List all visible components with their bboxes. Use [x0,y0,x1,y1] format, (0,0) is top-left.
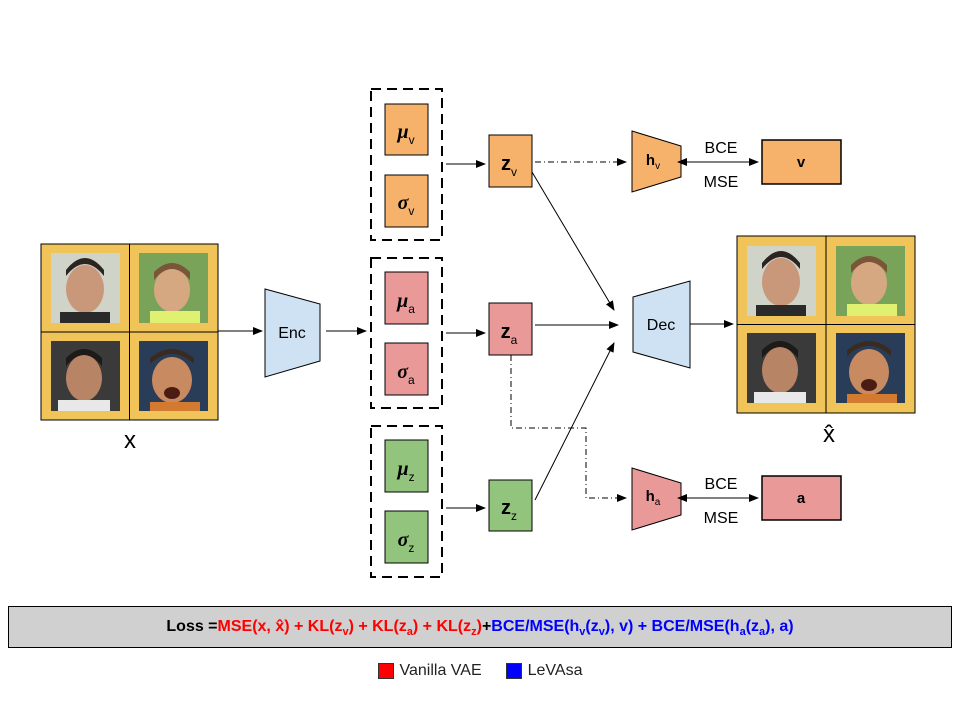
loss-vae-terms: MSE(x, x̂) + KL(zv) + KL(za) + KL(zz) [217,618,482,638]
head-ha: ha [631,467,682,531]
target-v-box: v [761,139,842,185]
face-photo [747,333,816,403]
output-image-grid [736,235,916,414]
latent-group-v: μv σv [370,88,443,241]
face-photo [51,341,120,411]
face-photo [836,246,905,316]
mu-v: μv [396,121,414,147]
legend-swatch [505,663,522,679]
svg-text:hv: hv [646,152,660,172]
loss-formula: Loss = MSE(x, x̂) + KL(zv) + KL(za) + KL… [8,606,952,648]
legend-label: LeVAsa [527,662,583,679]
legend-item-levasa: LeVAsa [505,662,583,680]
latent-group-a: μa σa [370,257,443,409]
svg-text:za: za [501,321,518,347]
sigma-v: σv [398,192,415,218]
decoder-label: Dec [647,317,675,334]
latent-group-z: μz σz [370,425,443,578]
svg-text:zv: zv [501,153,517,179]
input-image-grid [40,243,219,421]
sigma-a: σa [397,361,415,387]
z-z-node: zz [488,479,533,532]
loss-plus: + [481,618,492,635]
face-photo [51,253,120,323]
loss-label-mse: MSE [704,510,739,527]
arrow [510,355,627,502]
face-photo [747,246,816,316]
sigma-z: σz [398,529,415,555]
loss-label-bce: BCE [705,140,738,157]
output-label: x̂ [823,421,835,448]
svg-text:ha: ha [646,488,661,508]
decoder-block: Dec [632,280,691,369]
z-a-node: za [488,302,533,356]
target-a-box: a [761,475,842,521]
legend: Vanilla VAE LeVAsa [0,662,960,680]
encoder-block: Enc [264,288,321,378]
input-label: x [124,427,136,454]
legend-item-vanilla-vae: Vanilla VAE [377,662,482,680]
arrow [534,342,615,501]
loss-label-mse: MSE [704,174,739,191]
legend-label: Vanilla VAE [399,662,482,679]
loss-prefix: Loss = [166,618,218,635]
mu-a: μa [396,290,415,316]
svg-text:zz: zz [501,497,517,523]
arrow [531,171,615,311]
loss-label-bce: BCE [705,476,738,493]
mu-z: μz [396,458,414,484]
svg-text:a: a [797,490,806,507]
head-hv: hv [631,130,682,193]
legend-swatch [377,663,394,679]
loss-levasa-terms: BCE/MSE(hv(zv), v) + BCE/MSE(ha(za), a) [491,618,794,638]
face-photo [139,253,208,323]
face-photo [836,333,905,403]
z-v-node: zv [488,134,533,188]
architecture-diagram: x Enc μv σv zv μa σa [40,88,916,578]
face-photo [139,341,208,411]
encoder-label: Enc [278,325,306,342]
svg-text:v: v [797,154,806,171]
